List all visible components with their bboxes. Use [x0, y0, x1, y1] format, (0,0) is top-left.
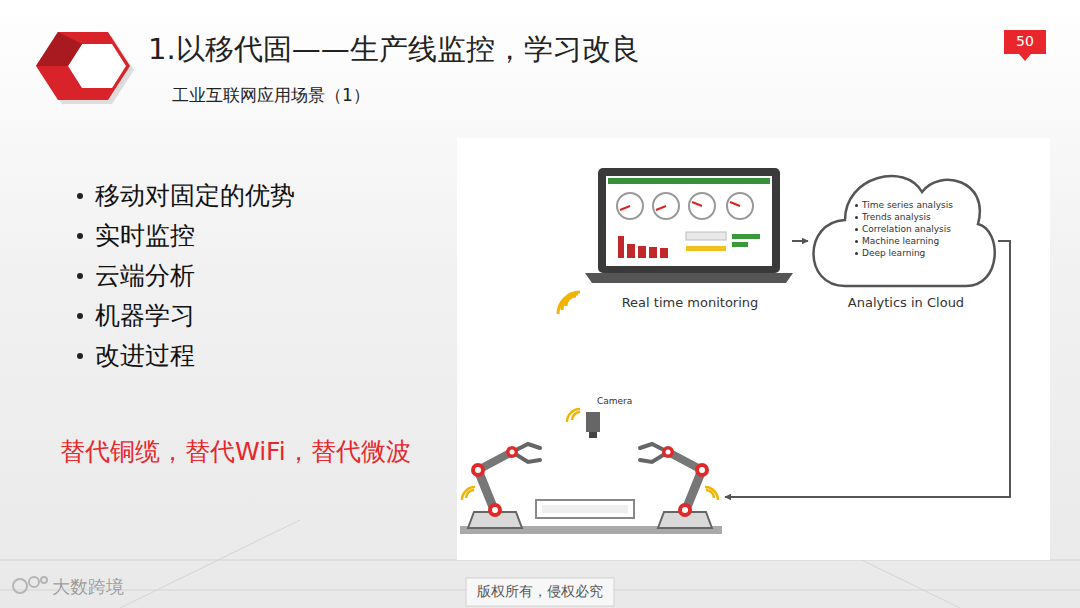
bullet-dot: [77, 193, 83, 199]
laptop-display: [606, 176, 772, 266]
node-label: Analytics in Cloud: [808, 295, 1004, 310]
status-bar: [732, 234, 760, 239]
watermark-mark: [41, 577, 47, 583]
laptop-screen: [598, 168, 780, 273]
flow-arrow: [792, 240, 808, 242]
chart-bar: [660, 248, 668, 258]
list-dot: [855, 216, 858, 219]
analysis-item: Trends analysis: [862, 212, 931, 222]
analysis-item: Deep learning: [862, 248, 925, 258]
highlight-text: 替代铜缆，替代WiFi，替代微波: [60, 435, 411, 468]
status-bar: [686, 232, 726, 240]
robot-arm-right: [640, 444, 718, 528]
bullet-text: 移动对固定的优势: [95, 179, 295, 212]
bullet-dot: [77, 233, 83, 239]
bullet-text: 机器学习: [95, 299, 195, 332]
camera-label: Camera: [597, 396, 632, 406]
copyright-note: 版权所有，侵权必究: [466, 583, 614, 601]
floor-line: [120, 520, 300, 608]
dashboard: [608, 178, 770, 258]
list-dot: [855, 228, 858, 231]
page-badge-tail: [1019, 54, 1031, 61]
slide-title: 1.以移代固——生产线监控，学习改良: [148, 30, 640, 70]
robot-arm-left: [462, 444, 540, 528]
bullet-dot: [77, 353, 83, 359]
watermark-mark: [29, 577, 39, 587]
logo-hexagon: [36, 32, 130, 100]
chart-bar: [638, 246, 646, 258]
wireless-icon: [567, 409, 580, 422]
wireless-icon: [558, 292, 580, 314]
subtitle: 工业互联网应用场景（1）: [172, 84, 370, 107]
bullet-dot: [77, 313, 83, 319]
list-dot: [855, 240, 858, 243]
footer-panel: [466, 578, 614, 606]
conveyor-belt: [542, 505, 628, 513]
watermark: 大数跨境: [52, 575, 124, 599]
dashboard-bar: [608, 178, 770, 184]
list-dot: [855, 204, 858, 207]
analysis-item: Machine learning: [862, 236, 939, 246]
cloud-outline: [814, 176, 995, 286]
flow-arrow: [725, 241, 1010, 497]
production-cell-node: Camera: [460, 392, 725, 538]
logo-facet: [36, 32, 82, 66]
page-badge: [1004, 30, 1046, 54]
analysis-item: Correlation analysis: [862, 224, 951, 234]
gauge-needle: [620, 202, 740, 210]
cloud-node: Time series analysisTrends analysisCorre…: [808, 162, 1004, 318]
analysis-item: Time series analysis: [862, 200, 953, 210]
node-label: Real time monitoring: [588, 295, 792, 310]
conveyor: [536, 500, 634, 518]
watermark-logo: [13, 577, 47, 593]
bullet-text: 实时监控: [95, 219, 195, 252]
status-bar: [686, 246, 726, 251]
bullet-dot: [77, 273, 83, 279]
bullet-text: 云端分析: [95, 259, 195, 292]
chart-bar: [618, 236, 624, 258]
laptop-base: [585, 273, 793, 283]
page-number: 50: [1004, 33, 1046, 49]
chart-bar: [627, 244, 635, 258]
watermark-mark: [13, 579, 27, 593]
camera-body: [586, 412, 600, 432]
laptop-node: Real time monitoring: [588, 162, 792, 318]
bullet-text: 改进过程: [95, 339, 195, 372]
camera-lens: [589, 432, 597, 438]
chart-bar: [649, 247, 657, 258]
list-dot: [855, 252, 858, 255]
diagram-panel: [457, 138, 1050, 560]
status-bar: [732, 242, 748, 247]
